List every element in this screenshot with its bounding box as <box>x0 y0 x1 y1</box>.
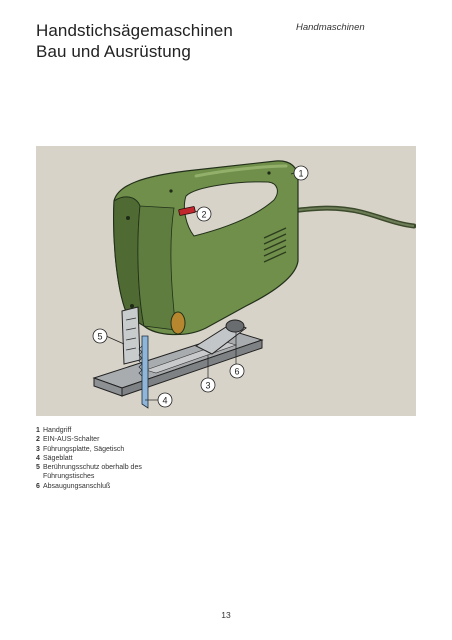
jigsaw-body <box>113 160 299 336</box>
legend-text: Handgriff <box>43 427 72 434</box>
legend-number: 3 <box>36 445 40 453</box>
legend-number: 4 <box>36 454 40 462</box>
callout-5-label: 5 <box>97 332 102 342</box>
legend-text: Absaugungsanschluß <box>43 482 111 490</box>
on-off-switch <box>178 206 196 216</box>
section-category: Handmaschinen <box>296 22 365 33</box>
page-number: 13 <box>221 610 231 620</box>
dust-port <box>194 319 247 355</box>
legend-text: Sägeblatt <box>43 454 73 462</box>
legend-text: Berührungsschutz oberhalb des Führungsti… <box>43 464 142 481</box>
legend-text: Führungsplatte, Sägetisch <box>43 445 125 453</box>
callout-6: 6 <box>229 363 245 379</box>
callout-3: 3 <box>200 377 216 393</box>
title-line-2: Bau und Ausrüstung <box>36 42 191 61</box>
callout-1: 1 <box>293 165 309 181</box>
callout-4: 4 <box>157 392 173 408</box>
legend-number: 6 <box>36 482 40 490</box>
callout-4-label: 4 <box>162 396 167 406</box>
jigsaw-illustration: 1 2 3 4 5 6 <box>36 146 416 416</box>
legend-number: 2 <box>36 436 40 444</box>
callout-1-label: 1 <box>298 169 303 179</box>
title-line-1: Handstichsägemaschinen <box>36 21 233 40</box>
callout-2: 2 <box>196 206 212 222</box>
saw-blade <box>138 335 149 409</box>
legend-text: EIN-AUS-Schalter <box>43 436 100 444</box>
legend-number: 1 <box>36 427 40 434</box>
callout-3-label: 3 <box>205 381 210 391</box>
page-title: Handstichsägemaschinen Bau und Ausrüstun… <box>36 20 233 62</box>
jigsaw-drawing: 1 2 3 4 5 6 <box>92 160 416 409</box>
callout-2-label: 2 <box>201 210 206 220</box>
blade-guard <box>121 306 141 365</box>
legend-number: 5 <box>36 464 40 472</box>
callout-6-label: 6 <box>234 367 239 377</box>
callout-5: 5 <box>92 328 108 344</box>
